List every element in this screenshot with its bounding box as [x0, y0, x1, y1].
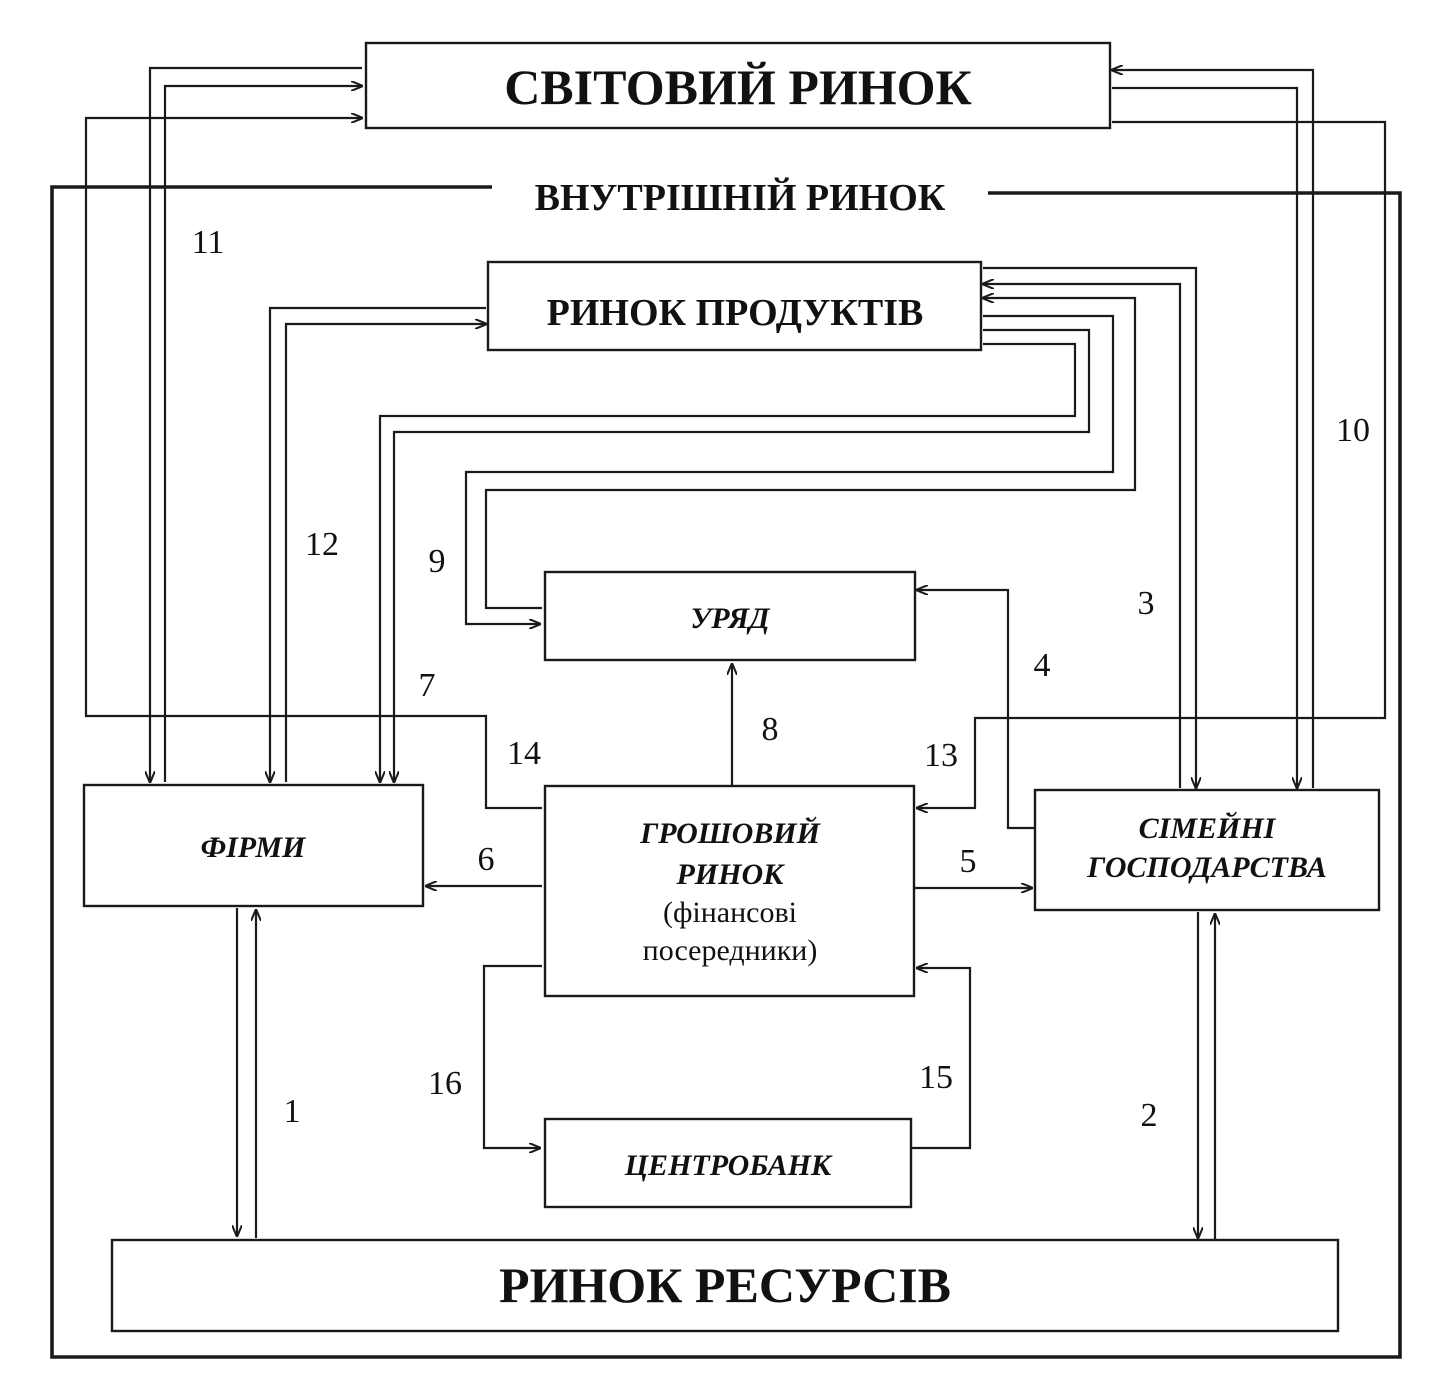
money-market-label-line4: посередники)	[643, 934, 818, 967]
government-label: УРЯД	[690, 602, 771, 635]
flow-7-line-b	[394, 328, 1091, 782]
flow-10-line-b	[1112, 86, 1297, 788]
flow-3-line-a	[983, 266, 1196, 788]
money-market-label-line1: ГРОШОВИЙ	[639, 816, 822, 850]
flow-11-line-a	[150, 66, 362, 782]
flow-15-line	[912, 968, 972, 1150]
flow-label-3: 3	[1138, 585, 1155, 622]
flow-label-12: 12	[305, 526, 339, 563]
flow-label-9: 9	[429, 543, 446, 580]
flow-9-line-b	[484, 298, 1137, 610]
money-market-label-line3: (фінансові	[663, 896, 797, 929]
flow-12-line-b	[284, 324, 486, 782]
flow-label-13: 13	[924, 737, 958, 774]
firms-node: ФІРМИ	[82, 783, 425, 908]
households-node: СІМЕЙНІ ГОСПОДАРСТВА	[1033, 788, 1381, 912]
flow-label-5: 5	[960, 843, 977, 880]
flow-11-line-b	[163, 86, 362, 782]
product-market-label: РИНОК ПРОДУКТІВ	[547, 292, 924, 334]
resource-market-node: РИНОК РЕСУРСІВ	[110, 1238, 1340, 1333]
internal-market-label: ВНУТРІШНІЙ РИНОК	[535, 177, 946, 219]
flow-label-6: 6	[478, 841, 495, 878]
flow-13-line	[917, 120, 1387, 808]
households-label-line1: СІМЕЙНІ	[1139, 811, 1277, 845]
flow-7-line-a	[380, 342, 1077, 782]
firms-label: ФІРМИ	[201, 831, 307, 864]
world-market-node: СВІТОВИЙ РИНОК	[364, 41, 1112, 130]
central-bank-label: ЦЕНТРОБАНК	[624, 1149, 833, 1182]
flow-16-line	[482, 964, 542, 1148]
central-bank-node: ЦЕНТРОБАНК	[543, 1117, 913, 1209]
flow-3-line-b	[983, 284, 1182, 788]
flow-label-7: 7	[419, 667, 436, 704]
households-label-line2: ГОСПОДАРСТВА	[1086, 851, 1327, 884]
government-node: УРЯД	[543, 570, 917, 662]
flow-label-14: 14	[507, 735, 541, 772]
flow-label-16: 16	[428, 1065, 462, 1102]
product-market-node: РИНОК ПРОДУКТІВ	[486, 260, 983, 352]
flow-label-2: 2	[1141, 1097, 1158, 1134]
resource-market-label: РИНОК РЕСУРСІВ	[499, 1257, 951, 1313]
flow-12-line-a	[270, 306, 486, 782]
flow-label-4: 4	[1034, 647, 1051, 684]
flow-label-8: 8	[762, 711, 779, 748]
flow-10-line-a	[1112, 70, 1315, 788]
flow-4-line	[917, 590, 1035, 830]
flow-label-15: 15	[919, 1059, 953, 1096]
world-market-label: СВІТОВИЙ РИНОК	[504, 59, 972, 115]
money-market-label-line2: РИНОК	[675, 858, 785, 891]
internal-market-frame	[50, 185, 1402, 1359]
flow-label-1: 1	[284, 1093, 301, 1130]
flow-14-line	[84, 118, 542, 810]
flow-label-11: 11	[192, 224, 225, 261]
money-market-node: ГРОШОВИЙ РИНОК (фінансові посередники)	[543, 784, 916, 998]
flow-9-line-a	[464, 314, 1115, 624]
flow-label-10: 10	[1336, 412, 1370, 449]
